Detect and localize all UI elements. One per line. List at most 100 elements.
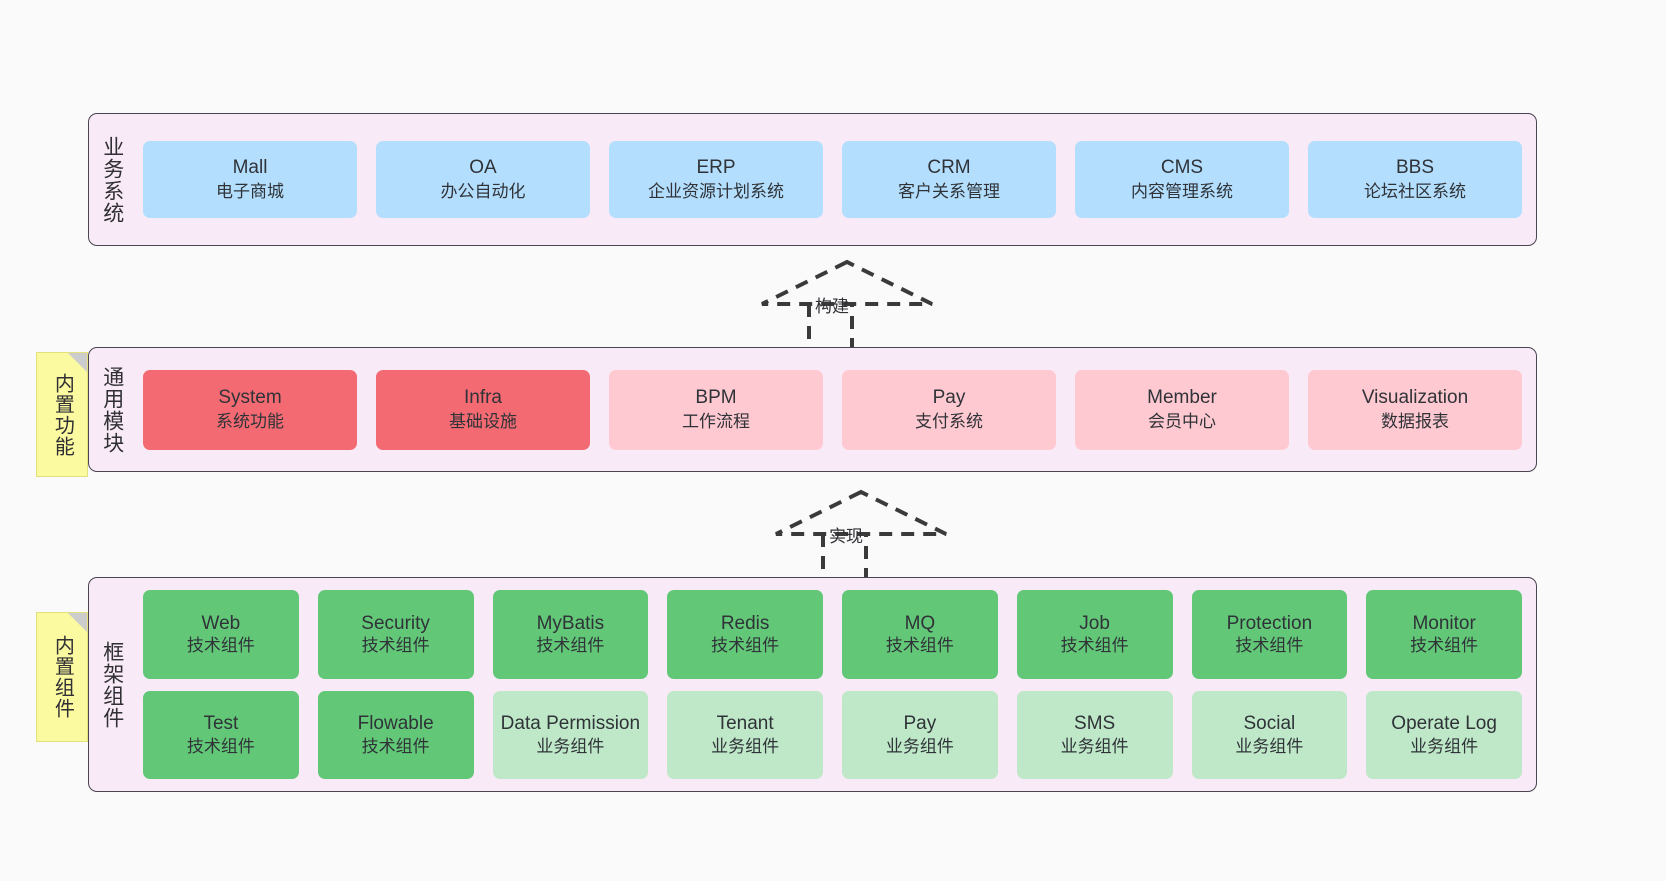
framework-card-mq-subtitle: 技术组件	[885, 636, 954, 656]
framework-card-sms-subtitle: 业务组件	[1060, 736, 1129, 756]
framework-card-data-permission-title: Data Permission	[500, 713, 641, 735]
framework-card-tenant-subtitle: 业务组件	[711, 736, 780, 756]
business-card-oa-title: OA	[469, 157, 497, 179]
framework-card-mq-title: MQ	[904, 612, 936, 634]
business-card-erp[interactable]: ERP 企业资源计划系统	[609, 141, 823, 218]
layer-business-systems-body: Mall 电子商城 OA 办公自动化 ERP 企业资源计划系统 CRM 客户关系…	[135, 114, 1536, 245]
layer-common-modules-label: 通用模块	[100, 365, 124, 454]
framework-card-redis-subtitle: 技术组件	[711, 636, 780, 656]
module-card-pay-subtitle: 支付系统	[915, 411, 983, 431]
framework-card-job-subtitle: 技术组件	[1060, 636, 1129, 656]
framework-card-mq[interactable]: MQ 技术组件	[842, 590, 998, 679]
framework-card-protection-subtitle: 技术组件	[1235, 636, 1304, 656]
framework-card-security[interactable]: Security 技术组件	[317, 590, 474, 679]
connector-build-label: 构建	[815, 297, 849, 316]
layer-business-systems-label: 业务系统	[100, 135, 124, 224]
module-card-infra-title: Infra	[463, 387, 503, 409]
framework-card-mybatis[interactable]: MyBatis 技术组件	[492, 590, 649, 679]
framework-card-test-subtitle: 技术组件	[186, 736, 255, 756]
framework-card-monitor-subtitle: 技术组件	[1410, 636, 1479, 656]
framework-card-security-title: Security	[361, 612, 430, 634]
framework-card-pay-title: Pay	[903, 713, 937, 735]
business-card-oa[interactable]: OA 办公自动化	[376, 141, 590, 218]
module-card-infra[interactable]: Infra 基础设施	[376, 369, 590, 450]
module-card-member-subtitle: 会员中心	[1148, 411, 1216, 431]
note-builtin-components: 内置组件	[36, 612, 88, 742]
framework-card-flowable-subtitle: 技术组件	[361, 736, 430, 756]
arrowhead-triangle-icon	[775, 489, 947, 536]
note-builtin-components-label: 内置组件	[51, 635, 74, 719]
business-card-crm[interactable]: CRM 客户关系管理	[842, 141, 1056, 218]
layer-framework-components: 框架组件 Web 技术组件 Security 技术组件 MyBatis 技术组件…	[88, 577, 1537, 792]
business-card-mall[interactable]: Mall 电子商城	[143, 141, 357, 218]
business-card-mall-subtitle: 电子商城	[216, 181, 284, 201]
framework-card-test-title: Test	[203, 713, 239, 735]
layer-common-modules: 通用模块 System 系统功能 Infra 基础设施 BPM 工作流程 Pay…	[88, 347, 1537, 472]
framework-card-security-subtitle: 技术组件	[361, 636, 430, 656]
connector-build: 构建	[752, 256, 942, 356]
business-card-cms[interactable]: CMS 内容管理系统	[1075, 141, 1289, 218]
module-card-pay-title: Pay	[932, 387, 966, 409]
business-card-bbs-subtitle: 论坛社区系统	[1364, 181, 1466, 201]
business-card-mall-title: Mall	[232, 157, 268, 179]
framework-card-mybatis-title: MyBatis	[536, 612, 605, 634]
layer-common-modules-body: System 系统功能 Infra 基础设施 BPM 工作流程 Pay 支付系统…	[135, 348, 1536, 471]
framework-card-data-permission[interactable]: Data Permission 业务组件	[492, 690, 649, 779]
module-card-visualization[interactable]: Visualization 数据报表	[1308, 369, 1522, 450]
framework-card-social[interactable]: Social 业务组件	[1191, 690, 1348, 779]
business-card-bbs[interactable]: BBS 论坛社区系统	[1308, 141, 1522, 218]
connector-implement: 实现	[766, 486, 956, 586]
arrowhead-triangle-icon	[761, 259, 933, 306]
module-card-system-title: System	[218, 387, 282, 409]
framework-card-job-title: Job	[1079, 612, 1110, 634]
business-card-oa-subtitle: 办公自动化	[440, 181, 526, 201]
layer-framework-components-label: 框架组件	[100, 640, 124, 729]
note-builtin-functions-label: 内置功能	[51, 372, 74, 457]
framework-row-business: Test 技术组件 Flowable 技术组件 Data Permission …	[143, 690, 1522, 779]
business-card-cms-title: CMS	[1160, 157, 1204, 179]
framework-card-redis[interactable]: Redis 技术组件	[667, 590, 823, 679]
module-card-system-subtitle: 系统功能	[216, 411, 284, 431]
module-card-member-title: Member	[1147, 387, 1217, 409]
framework-card-redis-title: Redis	[720, 612, 770, 634]
module-card-member[interactable]: Member 会员中心	[1075, 369, 1289, 450]
framework-card-web-subtitle: 技术组件	[186, 636, 255, 656]
framework-card-flowable[interactable]: Flowable 技术组件	[317, 690, 474, 779]
module-card-bpm[interactable]: BPM 工作流程	[609, 369, 823, 450]
framework-card-operate-log-subtitle: 业务组件	[1410, 736, 1479, 756]
framework-card-pay[interactable]: Pay 业务组件	[842, 690, 998, 779]
layer-framework-components-body: Web 技术组件 Security 技术组件 MyBatis 技术组件 Redi…	[135, 578, 1536, 791]
framework-card-operate-log[interactable]: Operate Log 业务组件	[1366, 690, 1522, 779]
module-card-visualization-subtitle: 数据报表	[1381, 411, 1449, 431]
business-card-crm-title: CRM	[927, 157, 971, 179]
module-card-system[interactable]: System 系统功能	[143, 369, 357, 450]
note-fold-corner-icon	[68, 613, 87, 632]
framework-card-flowable-title: Flowable	[357, 713, 434, 735]
module-card-infra-subtitle: 基础设施	[449, 411, 517, 431]
business-card-erp-subtitle: 企业资源计划系统	[648, 181, 784, 201]
framework-card-tenant-title: Tenant	[716, 713, 774, 735]
framework-row-tech: Web 技术组件 Security 技术组件 MyBatis 技术组件 Redi…	[143, 590, 1522, 679]
framework-card-monitor[interactable]: Monitor 技术组件	[1366, 590, 1522, 679]
framework-card-monitor-title: Monitor	[1412, 612, 1476, 634]
business-card-cms-subtitle: 内容管理系统	[1131, 181, 1233, 201]
framework-card-sms[interactable]: SMS 业务组件	[1016, 690, 1173, 779]
connector-implement-label: 实现	[829, 527, 863, 546]
business-card-crm-subtitle: 客户关系管理	[898, 181, 1000, 201]
module-card-visualization-title: Visualization	[1361, 387, 1469, 409]
module-card-bpm-subtitle: 工作流程	[682, 411, 750, 431]
module-card-pay[interactable]: Pay 支付系统	[842, 369, 1056, 450]
business-card-erp-title: ERP	[696, 157, 736, 179]
framework-card-test[interactable]: Test 技术组件	[143, 690, 299, 779]
framework-card-protection-title: Protection	[1226, 612, 1313, 634]
framework-card-job[interactable]: Job 技术组件	[1016, 590, 1173, 679]
framework-card-sms-title: SMS	[1074, 713, 1116, 735]
note-builtin-functions: 内置功能	[36, 352, 88, 477]
framework-card-data-permission-subtitle: 业务组件	[536, 736, 605, 756]
framework-card-web[interactable]: Web 技术组件	[143, 590, 299, 679]
framework-card-protection[interactable]: Protection 技术组件	[1191, 590, 1348, 679]
note-fold-corner-icon	[68, 353, 87, 372]
framework-card-tenant[interactable]: Tenant 业务组件	[667, 690, 823, 779]
framework-card-social-title: Social	[1243, 713, 1296, 735]
